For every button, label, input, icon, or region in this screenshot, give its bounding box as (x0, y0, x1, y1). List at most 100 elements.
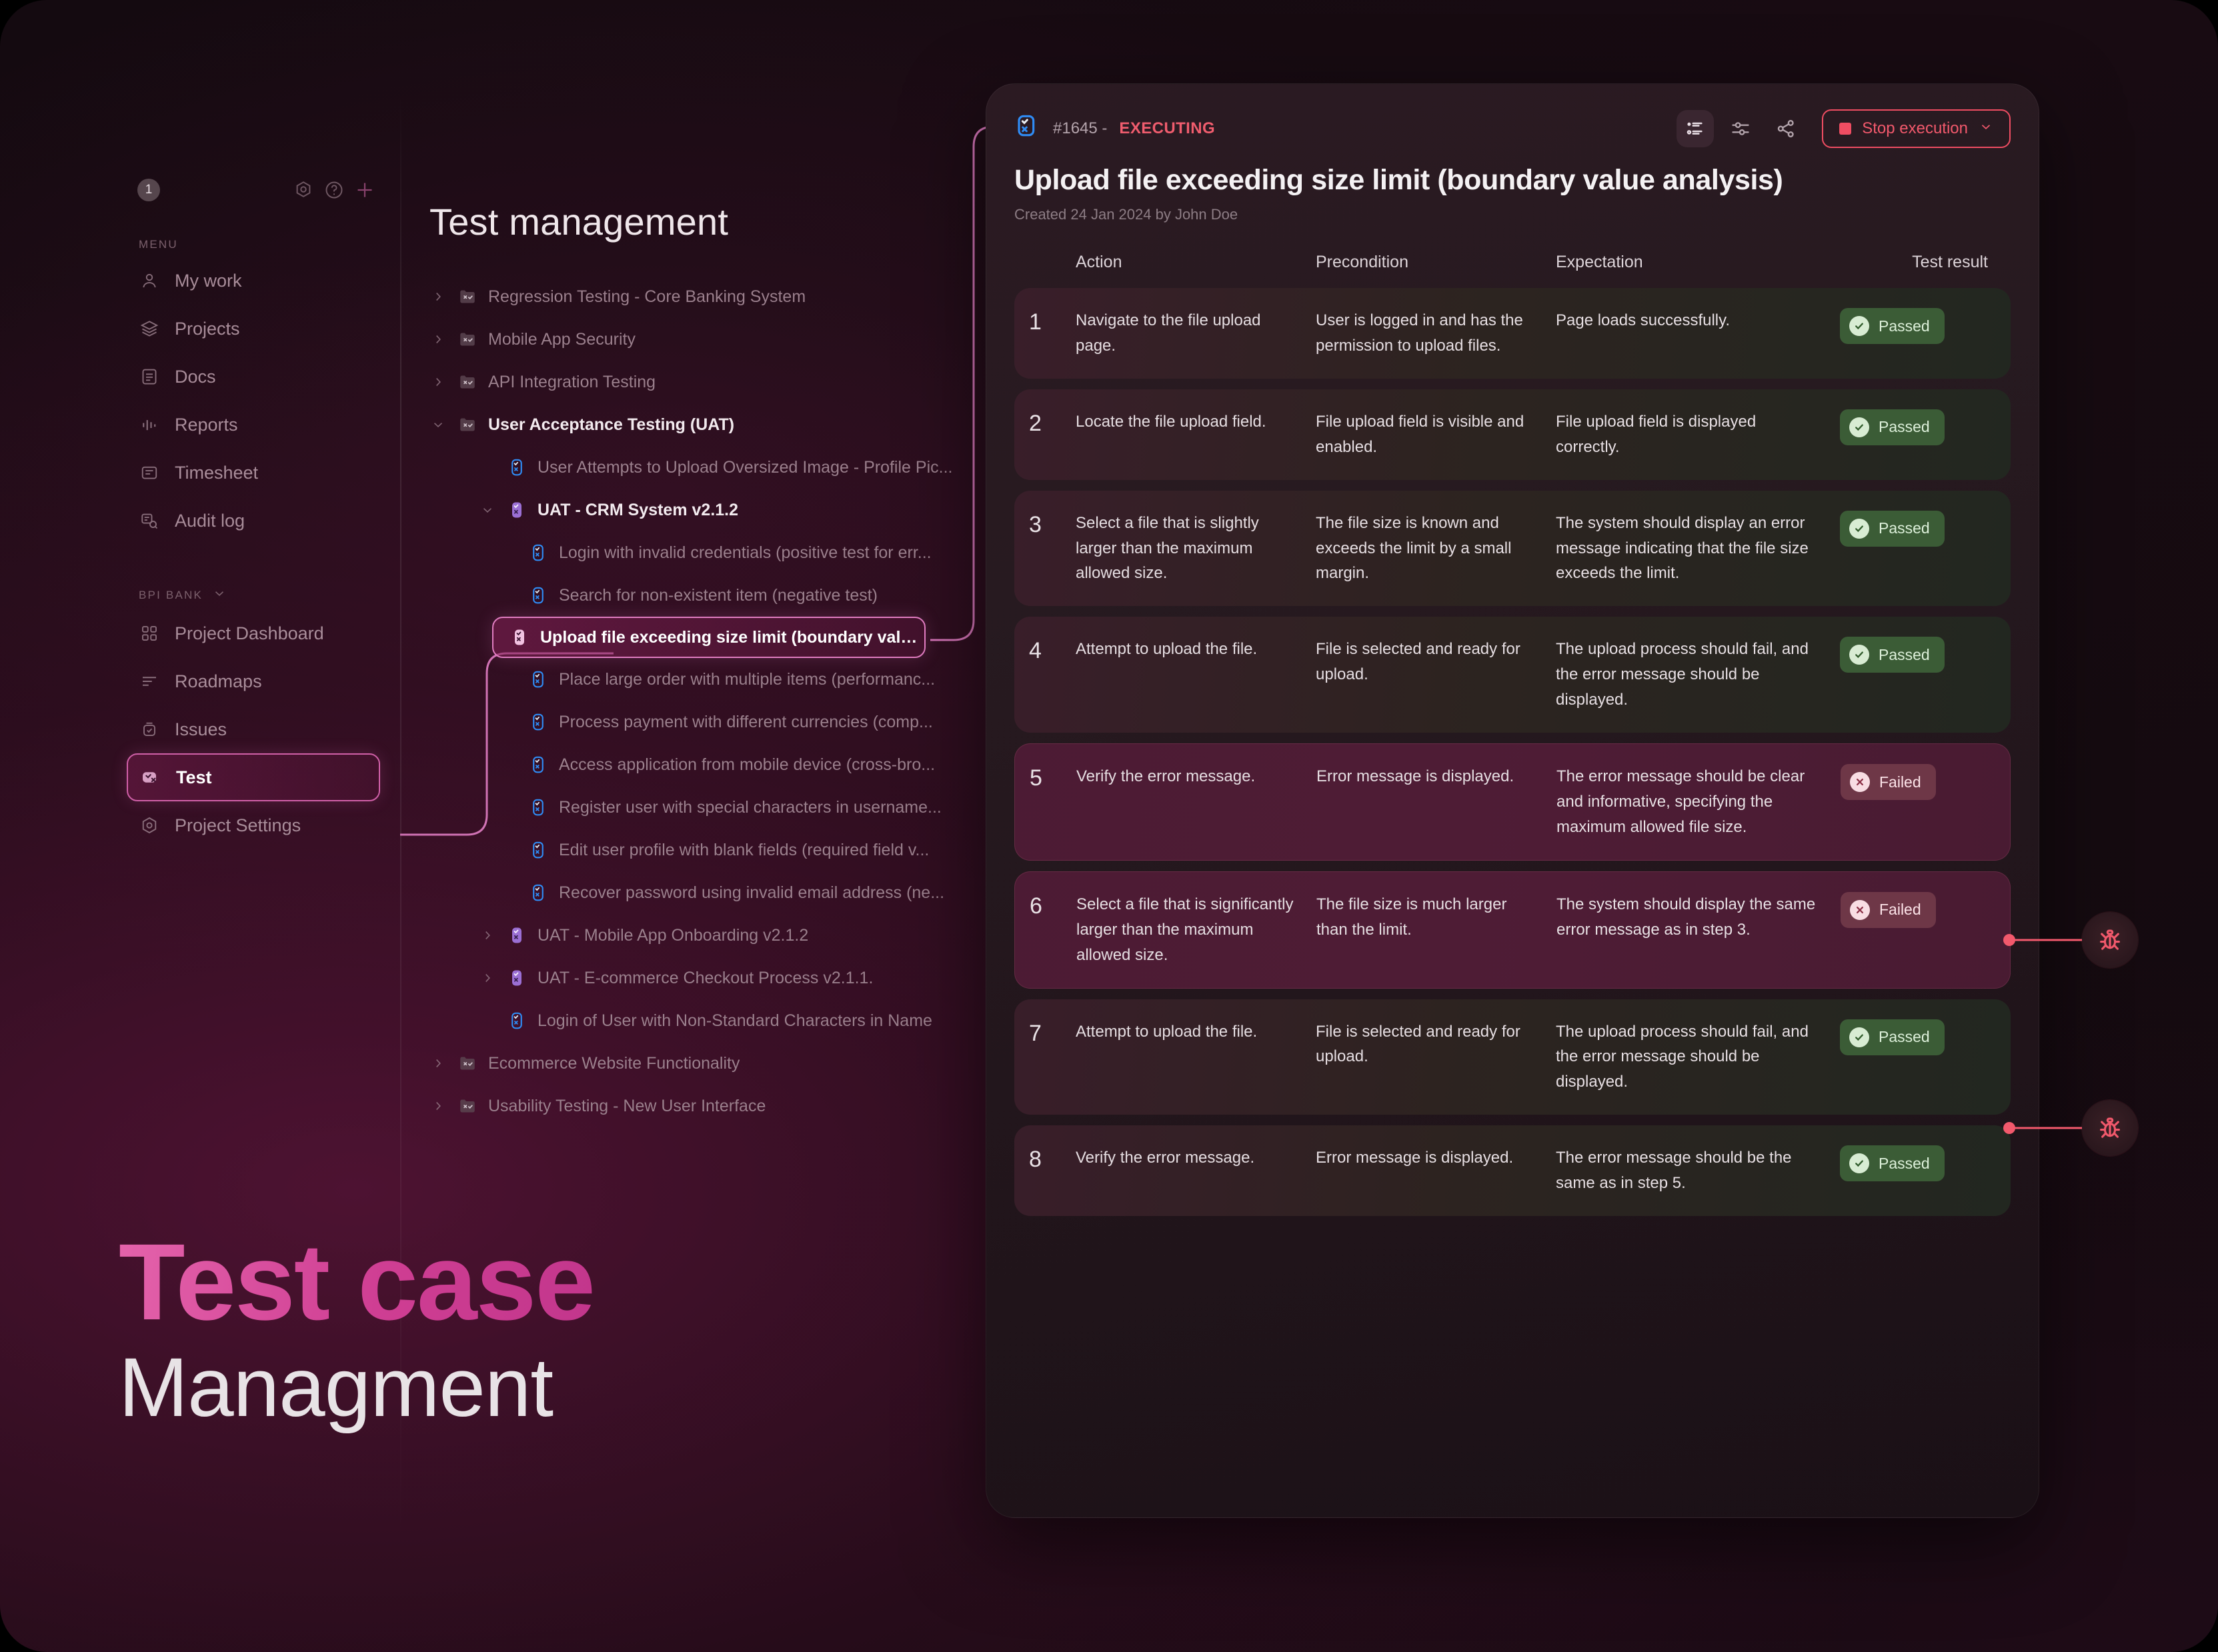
sidebar-item-my-work[interactable]: My work (127, 257, 380, 305)
result-label: Passed (1879, 645, 1930, 663)
result-badge[interactable]: Passed (1840, 409, 1945, 445)
sidebar-item-timesheet[interactable]: Timesheet (127, 449, 380, 497)
step-action: Attempt to upload the file. (1076, 1022, 1258, 1041)
project-section-label[interactable]: BPI BANK (139, 586, 380, 604)
sidebar-item-docs[interactable]: Docs (127, 353, 380, 401)
step-number: 7 (1029, 1020, 1042, 1046)
notification-badge[interactable]: 1 (137, 179, 160, 201)
sidebar-item-project-dashboard[interactable]: Project Dashboard (127, 609, 380, 657)
bug-marker-step-6[interactable] (2082, 1100, 2138, 1156)
chevron-right-icon[interactable] (479, 971, 496, 985)
camera-icon[interactable] (288, 175, 319, 205)
tree-item-label: Search for non-existent item (negative t… (559, 585, 878, 605)
step-number: 5 (1030, 765, 1042, 791)
plus-icon[interactable] (349, 175, 380, 205)
sidebar-item-label: Issues (175, 719, 227, 739)
tree-item[interactable]: Recover password using invalid email add… (427, 871, 974, 914)
sidebar-item-reports[interactable]: Reports (127, 401, 380, 449)
testcase-blue-icon (527, 712, 549, 732)
test-case-title: Upload file exceeding size limit (bounda… (1014, 164, 1783, 196)
sidebar-item-project-settings[interactable]: Project Settings (127, 801, 380, 849)
tree-item-label: Login of User with Non-Standard Characte… (537, 1011, 932, 1030)
sidebar-item-issues[interactable]: Issues (127, 705, 380, 753)
tree-item[interactable]: Mobile App Security (427, 318, 974, 361)
sliders-icon[interactable] (1722, 110, 1759, 147)
step-result-cell: Passed (1836, 510, 1996, 547)
tree-item[interactable]: Process payment with different currencie… (427, 701, 974, 743)
tree-item[interactable]: Regression Testing - Core Banking System (427, 275, 974, 318)
step-number: 1 (1029, 309, 1042, 335)
help-icon[interactable] (319, 175, 349, 205)
step-action: Locate the file upload field. (1076, 412, 1266, 431)
chevron-right-icon[interactable] (479, 928, 496, 943)
col-precondition: Precondition (1316, 253, 1408, 271)
chevron-right-icon[interactable] (429, 1056, 447, 1071)
tree-item[interactable]: Edit user profile with blank fields (req… (427, 829, 974, 871)
tree-item[interactable]: Access application from mobile device (c… (427, 743, 974, 786)
tree-item[interactable]: Login of User with Non-Standard Characte… (427, 999, 974, 1042)
tree-item[interactable]: Login with invalid credentials (positive… (427, 531, 974, 574)
testcase-blue-icon (527, 797, 549, 817)
tree-item[interactable]: Register user with special characters in… (427, 786, 974, 829)
result-badge[interactable]: Passed (1840, 637, 1945, 673)
result-label: Passed (1879, 1154, 1930, 1172)
tree-item[interactable]: Usability Testing - New User Interface (427, 1085, 974, 1127)
sidebar-item-label: Projects (175, 318, 240, 339)
chevron-right-icon[interactable] (429, 289, 447, 304)
stop-execution-button[interactable]: Stop execution (1822, 109, 2011, 148)
testcase-blue-icon (505, 457, 528, 477)
tree-item[interactable]: Ecommerce Website Functionality (427, 1042, 974, 1085)
tree-item[interactable]: API Integration Testing (427, 361, 974, 403)
result-label: Passed (1879, 418, 1930, 436)
list-view-icon[interactable] (1677, 110, 1715, 147)
chevron-down-icon[interactable] (429, 417, 447, 432)
sidebar-item-projects[interactable]: Projects (127, 305, 380, 353)
test-case-card: #1645 - EXECUTING (986, 83, 2039, 1518)
step-result-cell: Passed (1836, 637, 1996, 673)
chevron-right-icon[interactable] (429, 332, 447, 347)
tree-item[interactable]: User Acceptance Testing (UAT) (427, 403, 974, 446)
result-badge[interactable]: Passed (1840, 1145, 1945, 1182)
step-precondition: File is selected and ready for upload. (1316, 640, 1520, 684)
result-badge[interactable]: Passed (1840, 510, 1945, 547)
step-result-cell: Failed (1837, 891, 1995, 928)
testcase-blue-icon (505, 1011, 528, 1031)
sidebar-item-test[interactable]: Test (127, 753, 380, 801)
folder-test-icon (456, 372, 479, 392)
tree-item[interactable]: UAT - CRM System v2.1.2 (427, 489, 974, 531)
result-badge[interactable]: Passed (1840, 1019, 1945, 1055)
roadmap-icon (139, 671, 160, 692)
tree-item[interactable]: Search for non-existent item (negative t… (427, 574, 974, 617)
stop-square-icon (1839, 123, 1852, 135)
result-badge[interactable]: Passed (1840, 308, 1945, 344)
bug-marker-step-5[interactable] (2082, 912, 2138, 968)
chevron-right-icon[interactable] (429, 1099, 447, 1113)
result-badge[interactable]: Failed (1841, 764, 1936, 801)
result-badge[interactable]: Failed (1841, 891, 1936, 928)
tree-item[interactable]: User Attempts to Upload Oversized Image … (427, 446, 974, 489)
tree-item[interactable]: UAT - Mobile App Onboarding v2.1.2 (427, 914, 974, 957)
tree-item-selected[interactable]: Upload file exceeding size limit (bounda… (492, 617, 926, 658)
sidebar-item-audit-log[interactable]: Audit log (127, 497, 380, 545)
tree-item-label: User Attempts to Upload Oversized Image … (537, 457, 953, 477)
step-number: 6 (1030, 893, 1042, 919)
tree-item-label: Upload file exceeding size limit (bounda… (540, 627, 924, 647)
sidebar-item-roadmaps[interactable]: Roadmaps (127, 657, 380, 705)
chevron-right-icon[interactable] (429, 375, 447, 389)
tree-item[interactable]: UAT - E-commerce Checkout Process v2.1.1… (427, 957, 974, 999)
stop-execution-label: Stop execution (1862, 119, 1968, 137)
tree-item-label: Edit user profile with blank fields (req… (559, 840, 930, 859)
suite-purple-icon (505, 925, 528, 945)
check-icon (1849, 1027, 1869, 1047)
share-icon[interactable] (1767, 110, 1805, 147)
chevron-down-icon[interactable] (479, 503, 496, 517)
tree-item[interactable]: Place large order with multiple items (p… (427, 658, 974, 701)
